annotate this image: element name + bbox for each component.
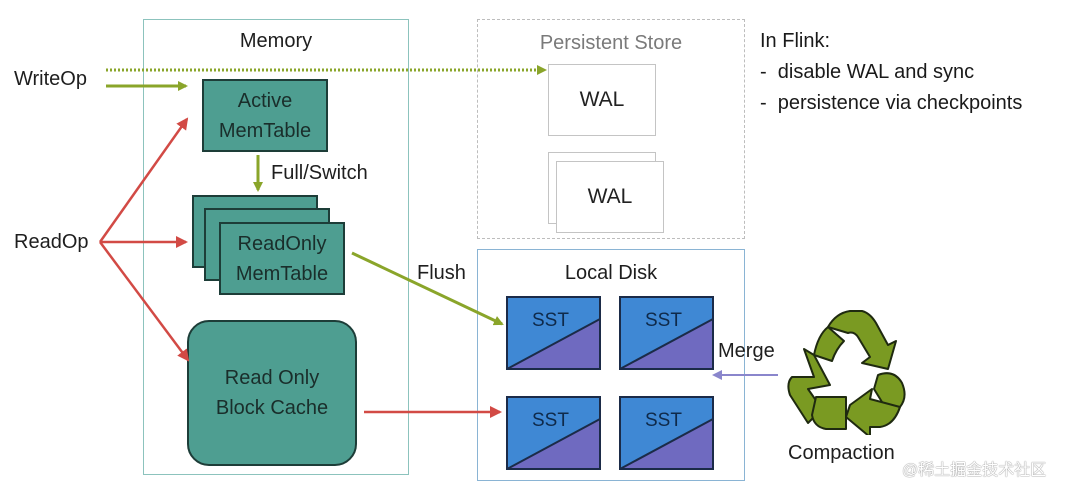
flink-notes-title: In Flink: [760,30,831,52]
flink-note-item: - disable WAL and sync [760,61,975,83]
block-cache-line1: Read Only [224,367,320,389]
sst-shape-icon [506,396,601,470]
readonly-memtable-line1: ReadOnly [237,232,327,255]
active-memtable-line2: MemTable [218,119,312,142]
wal-2-label: WAL [587,185,633,208]
sst-label: SST [645,310,682,331]
active-memtable: Active MemTable [202,79,328,152]
sst-file: SST [506,296,601,370]
flink-note-item: - persistence via checkpoints [760,92,1023,114]
wal-1-label: WAL [579,88,625,111]
compaction-label: Compaction [788,442,895,464]
read-to-active-arrow [98,117,189,243]
sst-label: SST [532,410,569,431]
readonly-memtable: ReadOnly MemTable [219,222,345,295]
read-to-cache-arrow [98,241,190,362]
flink-notes: In Flink: - disable WAL and sync - persi… [760,26,1022,119]
persistent-store-container: Persistent Store [477,19,745,239]
memory-title: Memory [239,30,313,52]
flush-label: Flush [417,262,466,284]
sst-file: SST [619,396,714,470]
flush-arrow [351,251,504,326]
wal-box-1: WAL [548,64,656,136]
active-memtable-line1: Active [237,89,293,112]
local-disk-container: Local Disk [477,249,745,481]
sst-file: SST [619,296,714,370]
full-switch-label: Full/Switch [271,162,368,184]
watermark: @稀土掘金技术社区 [902,462,1047,479]
readonly-memtable-line2: MemTable [235,262,329,285]
persistent-store-title: Persistent Store [539,32,683,54]
read-op-label: ReadOp [14,231,89,253]
sst-shape-icon [619,396,714,470]
sst-label: SST [645,410,682,431]
sst-shape-icon [619,296,714,370]
recycle-icon [787,310,906,435]
block-cache-line2: Block Cache [215,397,329,419]
wal-box-2: WAL [556,161,664,233]
write-op-label: WriteOp [14,68,87,90]
local-disk-title: Local Disk [564,262,658,284]
block-cache: Read Only Block Cache [187,320,357,466]
merge-label: Merge [718,340,775,362]
sst-label: SST [532,310,569,331]
sst-file: SST [506,396,601,470]
sst-shape-icon [506,296,601,370]
memory-container: Memory [143,19,409,475]
